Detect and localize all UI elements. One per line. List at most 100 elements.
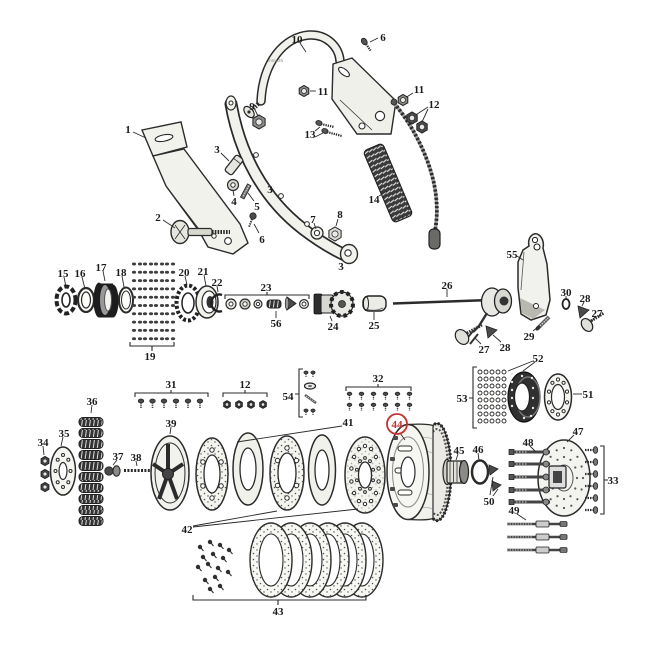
part-label-3: 3 — [214, 144, 230, 162]
part-label-7: 7 — [310, 214, 317, 230]
nuts-part12-bottom — [223, 400, 267, 409]
part-label-34: 34 — [38, 437, 50, 456]
svg-text:23: 23 — [261, 282, 273, 294]
part-label-4: 4 — [231, 189, 237, 208]
svg-text:44: 44 — [392, 419, 404, 431]
svg-text:29: 29 — [524, 331, 536, 343]
part-label-25: 25 — [369, 312, 380, 332]
wing-screw-part27-left — [454, 323, 483, 346]
svg-text:19: 19 — [145, 351, 157, 363]
rocker-plate — [331, 57, 397, 135]
pressure-plate-part39 — [150, 435, 190, 511]
part-label-45: 45 — [454, 445, 465, 461]
part-label-24: 24 — [328, 315, 339, 333]
part-label-28: 28 — [580, 293, 592, 307]
svg-text:47: 47 — [573, 426, 585, 438]
wing-screw-part27-right — [580, 311, 605, 333]
svg-text:12: 12 — [240, 379, 252, 391]
part-label-49: 49 — [509, 505, 527, 521]
cones-part50 — [488, 464, 502, 492]
part-label-3: 3 — [338, 261, 344, 273]
part-label-52: 52 — [507, 353, 545, 372]
svg-text:20: 20 — [179, 267, 191, 279]
splined-bushing-part45 — [442, 458, 470, 486]
part-label-16: 16 — [75, 268, 86, 290]
part-label-5: 5 — [247, 192, 260, 213]
part-label-2: 2 — [155, 212, 176, 229]
screw-part6-lower — [248, 212, 257, 228]
cotter-pin-part5 — [239, 183, 252, 200]
bolts-part13 — [315, 120, 343, 138]
rollers-part53 — [477, 369, 507, 424]
part-label-38: 38 — [131, 452, 143, 467]
svg-text:33: 33 — [608, 475, 620, 487]
svg-text:34: 34 — [38, 437, 50, 449]
svg-text:52: 52 — [533, 353, 545, 365]
part-label-27: 27 — [592, 308, 603, 322]
svg-text:12: 12 — [429, 99, 441, 111]
part-label-8: 8 — [335, 209, 343, 227]
svg-text:10: 10 — [292, 34, 304, 46]
part-label-23: 23 — [261, 282, 273, 294]
part-label-11: 11 — [310, 86, 328, 98]
springs-part36 — [78, 417, 104, 526]
part-label-11: 11 — [404, 84, 424, 99]
svg-text:3: 3 — [338, 261, 344, 273]
svg-text:38: 38 — [131, 452, 143, 464]
svg-text:3: 3 — [267, 184, 273, 196]
friction-disc — [269, 435, 305, 511]
bearing-retainer-part52 — [507, 371, 541, 423]
retainer-disc-part41 — [344, 436, 386, 514]
part-label-32: 32 — [373, 373, 385, 385]
svg-text:2: 2 — [155, 212, 161, 224]
svg-text:5: 5 — [254, 201, 260, 213]
screws-part32 — [346, 391, 413, 411]
svg-text:28: 28 — [580, 293, 592, 305]
sprocket-ring-part20 — [174, 283, 202, 323]
svg-text:46: 46 — [473, 444, 485, 456]
part-label-14: 14 — [369, 190, 388, 206]
svg-text:53: 53 — [457, 393, 469, 405]
part-label-41: 41 — [236, 417, 354, 443]
svg-text:55: 55 — [507, 249, 519, 261]
part-label-20: 20 — [179, 267, 191, 286]
roller-part25 — [362, 295, 387, 312]
friction-ring-stack-part43 — [249, 522, 384, 598]
svg-text:32: 32 — [373, 373, 385, 385]
washer-part7 — [310, 226, 324, 240]
washer-part4 — [226, 178, 240, 192]
svg-text:37: 37 — [113, 451, 125, 463]
part-label-48: 48 — [523, 437, 537, 453]
part-label-9: 9 — [249, 101, 259, 117]
highlight-circle — [386, 413, 408, 435]
part-label-18: 18 — [116, 267, 127, 288]
part-label-21: 21 — [198, 266, 209, 287]
part-label-54: 54 — [283, 391, 295, 403]
part-label-15: 15 — [58, 268, 69, 288]
part-label-12: 12 — [413, 99, 441, 123]
svg-text:49: 49 — [509, 505, 521, 517]
kit-part23 — [225, 296, 310, 311]
svg-text:31: 31 — [166, 379, 177, 391]
part-label-19: 19 — [145, 351, 157, 363]
watermark-text: mm126 — [268, 58, 284, 63]
part-label-1: 1 — [125, 124, 147, 139]
rivets-part43 — [195, 539, 233, 594]
svg-text:1: 1 — [125, 124, 131, 136]
part-label-26: 26 — [442, 280, 453, 297]
foot-lever — [224, 95, 359, 265]
flanged-ring-part21 — [195, 285, 219, 319]
part-label-35: 35 — [59, 428, 70, 447]
part-label-44[interactable]: 44 — [386, 413, 408, 441]
clip-part30 — [561, 298, 571, 310]
friction-disc — [195, 437, 229, 511]
svg-text:14: 14 — [369, 194, 381, 206]
svg-text:27: 27 — [479, 344, 491, 356]
part-label-31: 31 — [166, 379, 177, 391]
part-label-6: 6 — [253, 223, 265, 246]
svg-text:36: 36 — [87, 396, 99, 408]
grouping-brackets — [129, 292, 608, 605]
